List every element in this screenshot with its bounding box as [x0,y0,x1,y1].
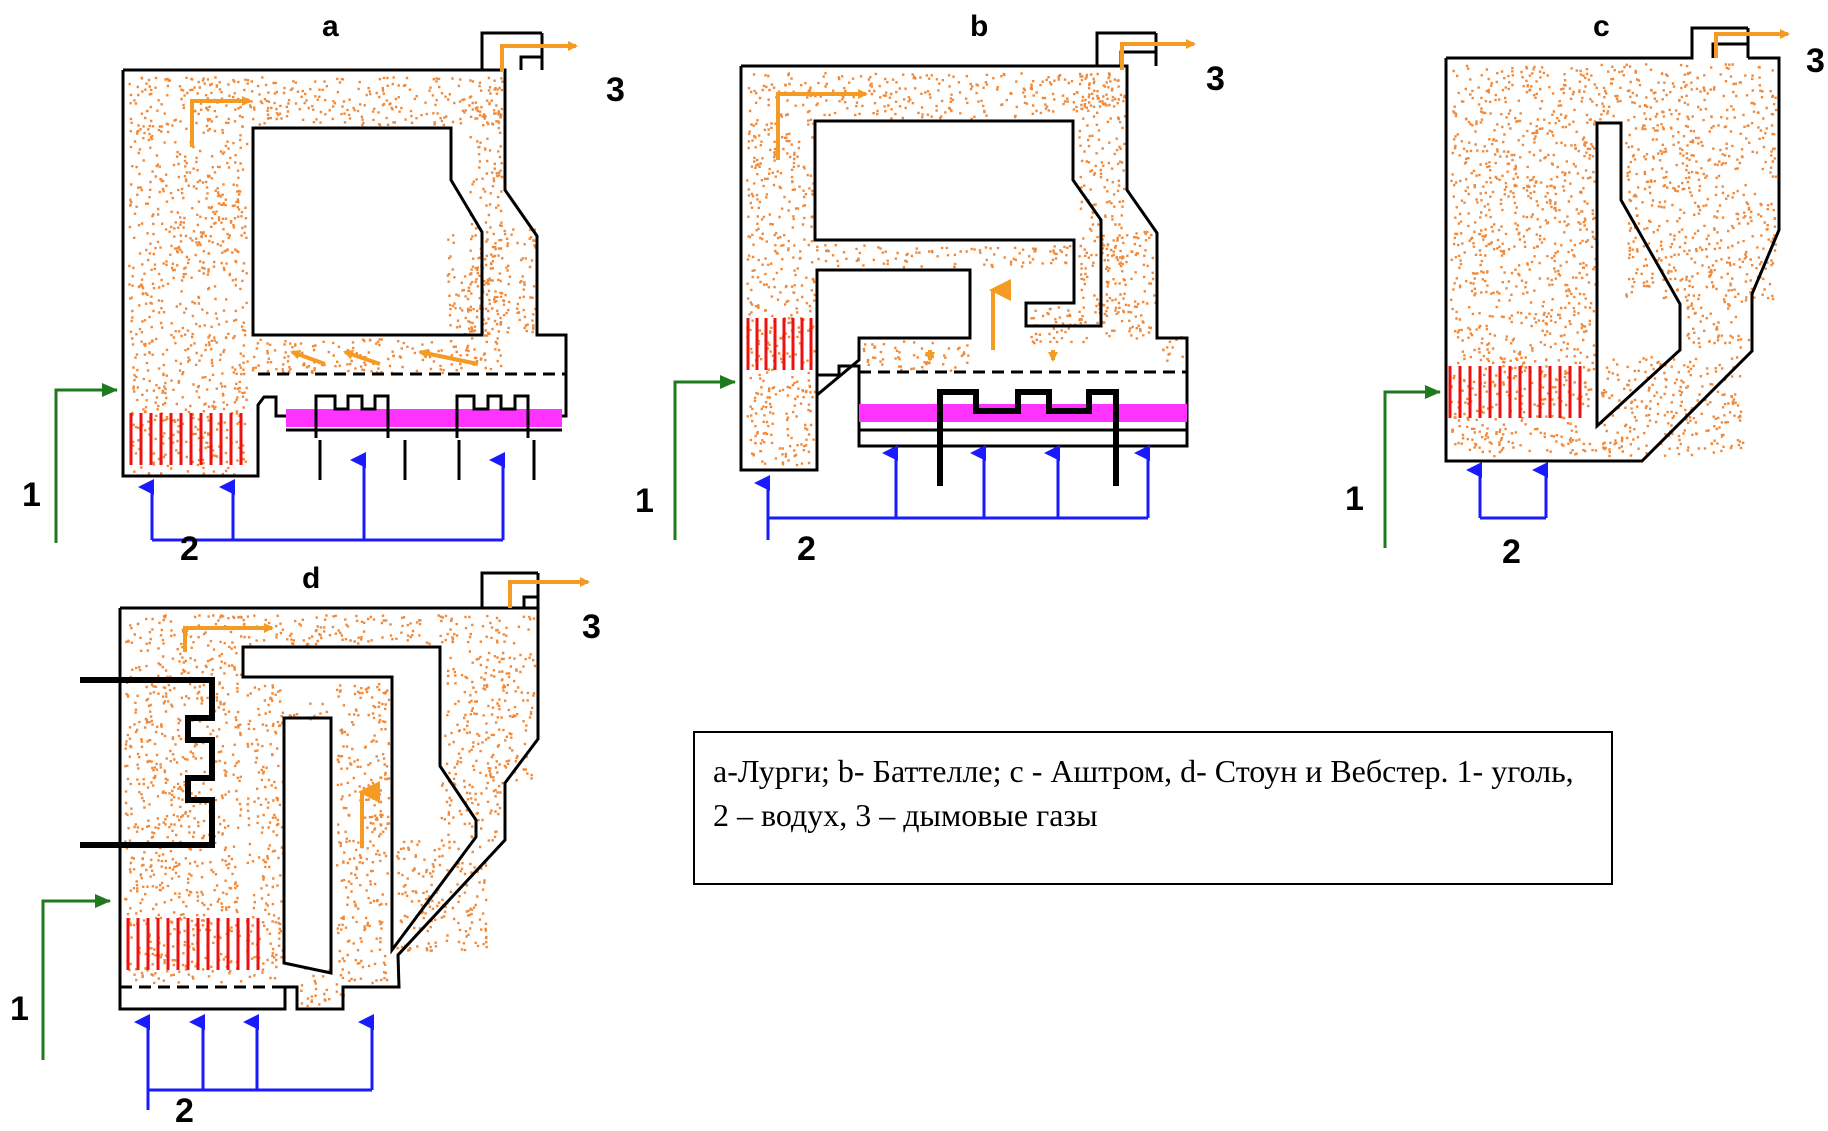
panel-a-flue-stack [521,33,542,70]
panel-b-label: b [970,10,988,43]
panel-a-coal-feed [56,390,117,543]
panel-a-grate [286,409,562,427]
panel-c-coal-feed [1385,392,1440,548]
panel-c-label-1: 1 [1345,480,1364,518]
panel-d-inner-column [284,718,331,973]
panel-d-label-3: 3 [582,608,601,646]
panel-d-label-2: 2 [175,1092,194,1130]
panel-a-inner-block [253,128,482,335]
panel-b: b 1 2 3 [635,10,1225,568]
panel-d-immersed-coil [80,680,212,845]
panel-c-heat-tubes [1450,366,1580,418]
panel-b-grate [859,404,1187,422]
panel-a-label-3: 3 [606,71,625,109]
legend-caption: а-Лурги; b- Баттелле; c - Аштром, d- Сто… [693,731,1613,885]
panel-d-coal-feed [43,901,110,1060]
panel-a: a [22,10,625,568]
panel-d-gas-flow [185,582,588,848]
panel-b-coal-feed [675,382,735,540]
panel-d-flue-stack [524,573,538,608]
panel-c: c 1 2 3 [1345,10,1825,571]
panel-c-label-3: 3 [1806,42,1825,80]
panel-c-air-supply [1480,470,1546,518]
panel-d: d 1 2 3 [10,562,601,1130]
panel-b-heat-tubes [748,318,811,370]
panel-b-label-3: 3 [1206,60,1225,98]
panel-c-label: c [1593,10,1610,43]
panel-d-label: d [302,562,320,595]
panel-a-air-supply [152,440,534,540]
panel-a-label: a [322,10,339,43]
panel-c-label-2: 2 [1502,533,1521,571]
panel-b-inner-block-low [817,270,970,395]
panel-b-label-2: 2 [797,530,816,568]
panel-a-label-2: 2 [180,530,199,568]
panel-c-gas-flow [1716,34,1788,58]
panel-d-label-1: 1 [10,990,29,1028]
panel-a-label-1: 1 [22,476,41,514]
panel-b-flue-stack [1121,33,1156,66]
panel-b-inner-block-top [815,121,1101,326]
panel-b-air-supply [768,453,1148,540]
panel-b-label-1: 1 [635,482,654,520]
